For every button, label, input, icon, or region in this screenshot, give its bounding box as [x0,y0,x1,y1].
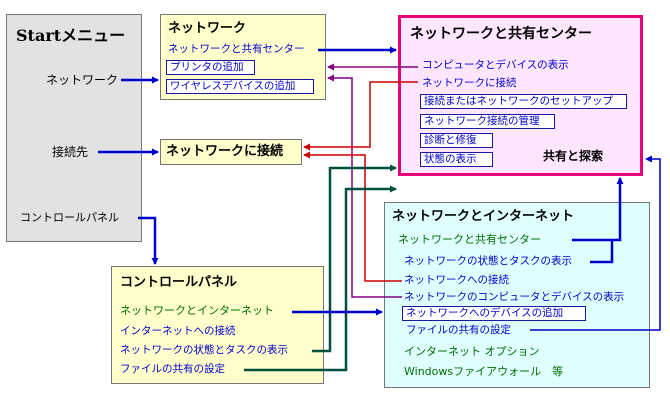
net-internet-title: ネットワークとインターネット [392,209,575,224]
start-menu-title: Startメニュー [16,26,126,45]
control-panel-box [111,266,324,384]
start-connect-item[interactable]: 接続先 [52,145,89,159]
diagnose-repair-link[interactable]: 診断と修復 [420,133,493,148]
cp-network-status-link[interactable]: ネットワークの状態とタスクの表示 [120,344,288,356]
add-wireless-device-link[interactable]: ワイヤレスデバイスの追加 [166,79,314,94]
manage-connections-link[interactable]: ネットワーク接続の管理 [420,114,555,129]
arrow-ni-sharing [572,177,624,242]
ni-sharing-center-link[interactable]: ネットワークと共有センター [398,233,541,246]
network-sharing-center-link[interactable]: ネットワークと共有センター [168,43,305,55]
arrow-netdevices-network [327,74,402,298]
ni-firewall-link[interactable]: Windowsファイアウォール 等 [404,365,564,378]
view-computers-devices-link[interactable]: コンピュータとデバイスの表示 [422,59,569,71]
connect-box [160,139,302,165]
start-controlpanel-item[interactable]: コントロールパネル [20,211,119,224]
setup-connection-link[interactable]: 接続またはネットワークのセットアップ [420,94,627,109]
start-network-item[interactable]: ネットワーク [46,73,119,87]
arrow-status-green [312,164,397,353]
cp-internet-connect-link[interactable]: インターネットへの接続 [120,325,236,337]
cp-network-internet-link[interactable]: ネットワークとインターネット [120,304,274,317]
share-explore-label[interactable]: 共有と探索 [543,149,604,163]
add-printer-link[interactable]: プリンタの追加 [166,60,255,75]
ni-connect-network-link[interactable]: ネットワークへの接続 [404,274,509,286]
view-status-link[interactable]: 状態の表示 [420,152,493,167]
connect-to-network-link[interactable]: ネットワークに接続 [422,77,517,89]
arrow-sharing-connect [303,81,418,151]
arrow-netconnect-connect [303,151,402,282]
arrow-ni-status [590,240,614,264]
cp-file-sharing-link[interactable]: ファイルの共有の設定 [120,363,225,375]
ni-internet-options-link[interactable]: インターネット オプション [404,345,540,358]
ni-add-device-link[interactable]: ネットワークへのデバイスの追加 [402,306,586,321]
sharing-center-title: ネットワークと共有センター [410,26,592,42]
control-panel-title: コントロールパネル [120,275,238,290]
start-menu-box [6,14,142,242]
ni-file-sharing-link[interactable]: ファイルの共有の設定 [406,324,511,336]
arrow-fileshare-explore [530,155,661,331]
arrow-fileshare-green [244,185,397,372]
ni-network-status-link[interactable]: ネットワークの状態とタスクの表示 [404,255,572,267]
network-box-title: ネットワーク [168,21,247,36]
ni-view-computers-link[interactable]: ネットワークのコンピュータとデバイスの表示 [404,291,625,303]
net-internet-box [384,202,650,388]
connect-box-title[interactable]: ネットワークに接続 [166,144,284,159]
arrow-start-controlpanel [138,216,159,265]
